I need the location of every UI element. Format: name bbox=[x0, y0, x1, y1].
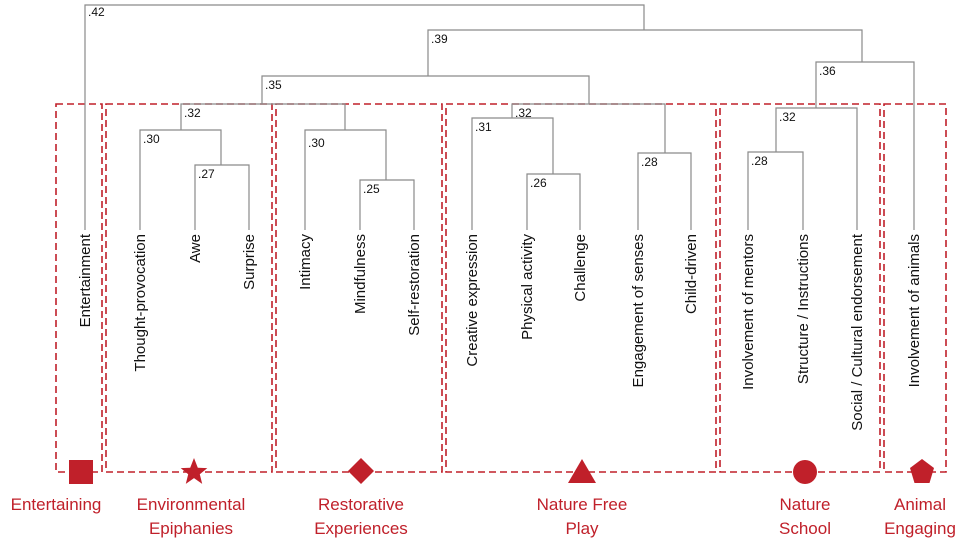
cluster-name-free-play-line2: Play bbox=[565, 519, 599, 538]
star-icon bbox=[180, 458, 208, 484]
link-m12 bbox=[526, 173, 581, 230]
link-m7 bbox=[194, 164, 250, 230]
cluster-boxes bbox=[55, 103, 947, 473]
cluster-name-free-play-line1: Nature Free bbox=[537, 495, 628, 514]
leaf-label: Structure / Instructions bbox=[795, 234, 812, 384]
merge-label-m6: .30 bbox=[143, 132, 160, 146]
leaf-label: Creative expression bbox=[464, 234, 481, 367]
link-m15 bbox=[747, 151, 804, 230]
merge-label-m5: .32 bbox=[184, 106, 201, 120]
leaf-label: Social / Cultural endorsement bbox=[849, 233, 866, 431]
diamond-icon bbox=[348, 458, 374, 484]
cluster-name-restorative-line2: Experiences bbox=[314, 519, 408, 538]
merge-label-m7: .27 bbox=[198, 167, 215, 181]
cluster-name-nature-school-line1: Nature bbox=[779, 495, 830, 514]
leaf-label: Entertainment bbox=[77, 233, 94, 327]
merge-label-m14: .32 bbox=[779, 110, 796, 124]
merge-label-m8: .30 bbox=[308, 136, 325, 150]
square-icon bbox=[69, 460, 93, 484]
merge-label-m13: .28 bbox=[641, 155, 658, 169]
link-m5 bbox=[180, 103, 346, 130]
leaf-label: Self-restoration bbox=[406, 234, 423, 336]
link-m13 bbox=[637, 152, 692, 230]
leaf-label: Thought-provocation bbox=[132, 234, 149, 372]
cluster-name-entertaining-line1: Entertaining bbox=[11, 495, 102, 514]
leaf-label: Challenge bbox=[572, 234, 589, 302]
link-m1 bbox=[84, 4, 645, 230]
leaf-label: Mindfulness bbox=[352, 234, 369, 314]
cluster-name-animal-line2: Engaging bbox=[884, 519, 956, 538]
pentagon-icon bbox=[910, 459, 934, 483]
leaf-label: Surprise bbox=[241, 234, 258, 290]
merge-label-m12: .26 bbox=[530, 176, 547, 190]
leaf-label: Child-driven bbox=[683, 234, 700, 314]
link-m3 bbox=[261, 75, 590, 104]
link-m10 bbox=[511, 103, 666, 153]
merge-labels: .42 .39 .35 .36 .32 .30 .27 .30 .25 .32 … bbox=[88, 5, 836, 196]
circle-icon bbox=[793, 460, 817, 484]
leaf-label: Involvement of animals bbox=[906, 234, 923, 387]
link-m6 bbox=[139, 129, 222, 230]
cluster-name-nature-school-line2: School bbox=[779, 519, 831, 538]
link-m2 bbox=[427, 29, 863, 76]
link-m11 bbox=[471, 117, 554, 230]
cluster-names: Entertaining Environmental Epiphanies Re… bbox=[11, 495, 956, 538]
triangle-icon bbox=[568, 459, 596, 483]
merge-label-m2: .39 bbox=[431, 32, 448, 46]
cluster-name-animal-line1: Animal bbox=[894, 495, 946, 514]
cluster-name-restorative-line1: Restorative bbox=[318, 495, 404, 514]
merge-label-m3: .35 bbox=[265, 78, 282, 92]
leaf-label: Intimacy bbox=[297, 234, 314, 290]
cluster-markers bbox=[69, 458, 934, 484]
merge-label-m4: .36 bbox=[819, 64, 836, 78]
link-m8 bbox=[304, 129, 387, 230]
merge-label-m10: .32 bbox=[515, 106, 532, 120]
merge-label-m9: .25 bbox=[363, 182, 380, 196]
leaf-label: Physical activity bbox=[519, 234, 536, 340]
cluster-name-environmental-line2: Epiphanies bbox=[149, 519, 233, 538]
leaf-label: Awe bbox=[187, 234, 204, 263]
merge-label-m1: .42 bbox=[88, 5, 105, 19]
leaf-label: Engagement of senses bbox=[630, 234, 647, 387]
cluster-name-environmental-line1: Environmental bbox=[137, 495, 246, 514]
link-m14 bbox=[775, 107, 858, 230]
merge-label-m11: .31 bbox=[475, 120, 492, 134]
leaf-label: Involvement of mentors bbox=[740, 234, 757, 390]
cluster-box-entertaining bbox=[55, 103, 103, 473]
leaf-labels: Entertainment Thought-provocation Awe Su… bbox=[77, 233, 923, 431]
merge-label-m15: .28 bbox=[751, 154, 768, 168]
dendrogram-links bbox=[84, 4, 915, 230]
link-m9 bbox=[359, 179, 415, 230]
cluster-box-animal-engaging bbox=[883, 103, 947, 473]
link-m4 bbox=[815, 61, 915, 230]
